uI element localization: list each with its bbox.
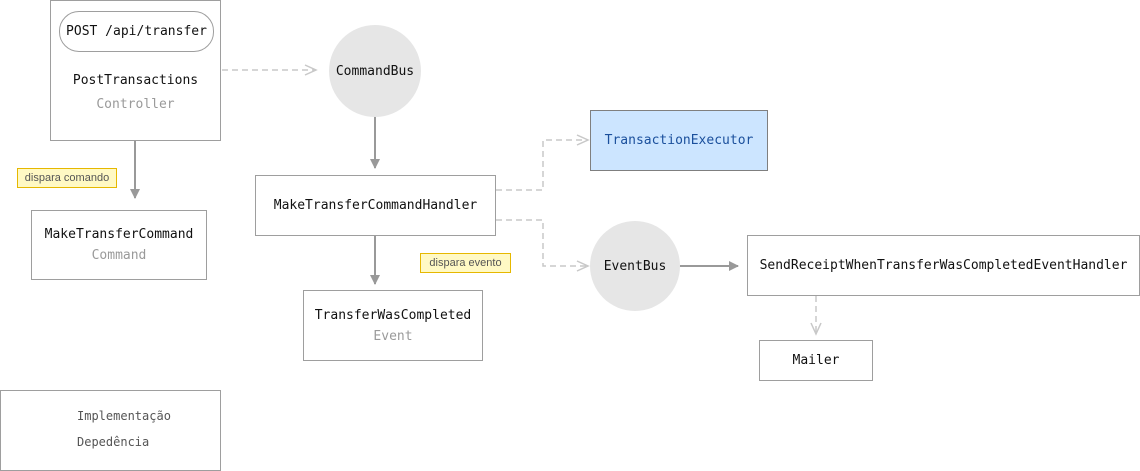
event-box[interactable]: TransferWasCompleted Event <box>303 290 483 361</box>
note-dispatch-event-label: dispara evento <box>429 257 502 269</box>
command-title: MakeTransferCommand <box>44 227 194 242</box>
controller-subtitle: Controller <box>96 97 175 112</box>
legend <box>0 390 221 471</box>
legend-dependency-label: Depedência <box>77 435 150 449</box>
command-box[interactable]: MakeTransferCommand Command <box>31 210 207 280</box>
event-title: TransferWasCompleted <box>314 307 472 323</box>
event-bus-node[interactable]: EventBus <box>590 221 680 311</box>
controller-box[interactable]: POST /api/transfer PostTransactions Cont… <box>50 0 221 141</box>
route-label: POST /api/transfer <box>66 24 207 39</box>
mailer-title: Mailer <box>792 353 840 368</box>
command-bus-label: CommandBus <box>335 63 415 79</box>
command-subtitle: Command <box>91 248 147 263</box>
command-bus-node[interactable]: CommandBus <box>329 25 421 117</box>
mailer-box[interactable]: Mailer <box>759 340 873 381</box>
command-handler-title: MakeTransferCommandHandler <box>273 198 478 213</box>
arrow-handler-to-executor <box>496 134 590 191</box>
transaction-executor-title: TransactionExecutor <box>604 133 754 148</box>
event-bus-label: EventBus <box>603 258 667 274</box>
event-handler-title: SendReceiptWhenTransferWasCompletedEvent… <box>759 258 1128 273</box>
legend-implementation-label: Implementação <box>77 409 171 423</box>
note-dispatch-command: dispara comando <box>17 168 117 188</box>
command-handler-box[interactable]: MakeTransferCommandHandler <box>255 175 496 236</box>
event-handler-box[interactable]: SendReceiptWhenTransferWasCompletedEvent… <box>747 235 1140 296</box>
note-dispatch-command-label: dispara comando <box>24 172 110 184</box>
route-pill[interactable]: POST /api/transfer <box>59 11 214 52</box>
arrow-handler-to-eventbus <box>496 219 590 272</box>
transaction-executor-box[interactable]: TransactionExecutor <box>590 110 768 171</box>
controller-title: PostTransactions <box>72 73 199 88</box>
note-dispatch-event: dispara evento <box>420 253 511 273</box>
event-subtitle: Event <box>373 328 413 344</box>
